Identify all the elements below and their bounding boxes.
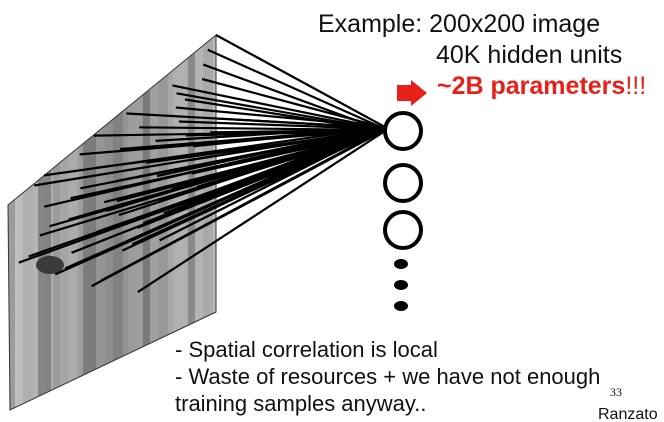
image-texture-strip (128, 35, 141, 410)
ellipsis-dot-1 (394, 259, 408, 269)
connection-line (178, 120, 386, 131)
image-texture-strip (23, 35, 33, 410)
connection-line (175, 106, 386, 129)
image-texture-strip (158, 35, 168, 410)
slide-credit-cutoff: Ranzato (598, 406, 658, 422)
connection-line (70, 128, 386, 200)
connection-line (34, 126, 386, 187)
connection-line (106, 125, 386, 212)
image-texture-strip (8, 35, 15, 410)
hidden-units-line: 40K hidden units (436, 41, 623, 69)
connection-line (126, 112, 386, 130)
connection-line (120, 126, 386, 151)
connection-line (137, 130, 386, 294)
ellipsis-dot-3 (394, 301, 408, 311)
hidden-unit-2 (383, 163, 423, 203)
connection-line (43, 125, 386, 177)
hidden-unit-1 (383, 111, 423, 151)
image-texture-strip (98, 35, 105, 410)
image-texture-strip (53, 35, 60, 410)
connection-line (39, 129, 386, 237)
connection-line (172, 84, 386, 131)
parameters-exclaim: !!! (625, 72, 647, 100)
bullet-training-samples: training samples anyway.. (175, 391, 427, 416)
bullet-waste-resources: - Waste of resources + we have not enoug… (175, 364, 601, 389)
connection-line (54, 126, 386, 276)
connection-line (121, 128, 386, 252)
connection-line (207, 48, 386, 131)
example-line: Example: 200x200 image (318, 10, 601, 38)
slide-page-number: 33 (610, 385, 622, 399)
connection-line (155, 125, 386, 142)
connection-line (91, 129, 386, 288)
red-arrow-icon (397, 80, 427, 106)
connection-line (215, 34, 386, 128)
parameters-line: ~2B parameters!!! (437, 72, 646, 101)
image-texture-strip (68, 35, 78, 410)
hidden-unit-3 (383, 210, 423, 250)
connection-line (143, 127, 386, 225)
image-texture-strip (38, 35, 51, 410)
ellipsis-dot-2 (394, 280, 408, 290)
connection-line (80, 127, 386, 190)
image-texture-strip (188, 35, 195, 410)
image-feature-shape (36, 256, 64, 274)
bullet-spatial-correlation: - Spatial correlation is local (175, 337, 438, 362)
image-texture-strip (113, 35, 123, 410)
parameters-highlight: ~2B parameters (437, 72, 626, 100)
connections (18, 34, 386, 294)
connection-line (201, 77, 386, 130)
